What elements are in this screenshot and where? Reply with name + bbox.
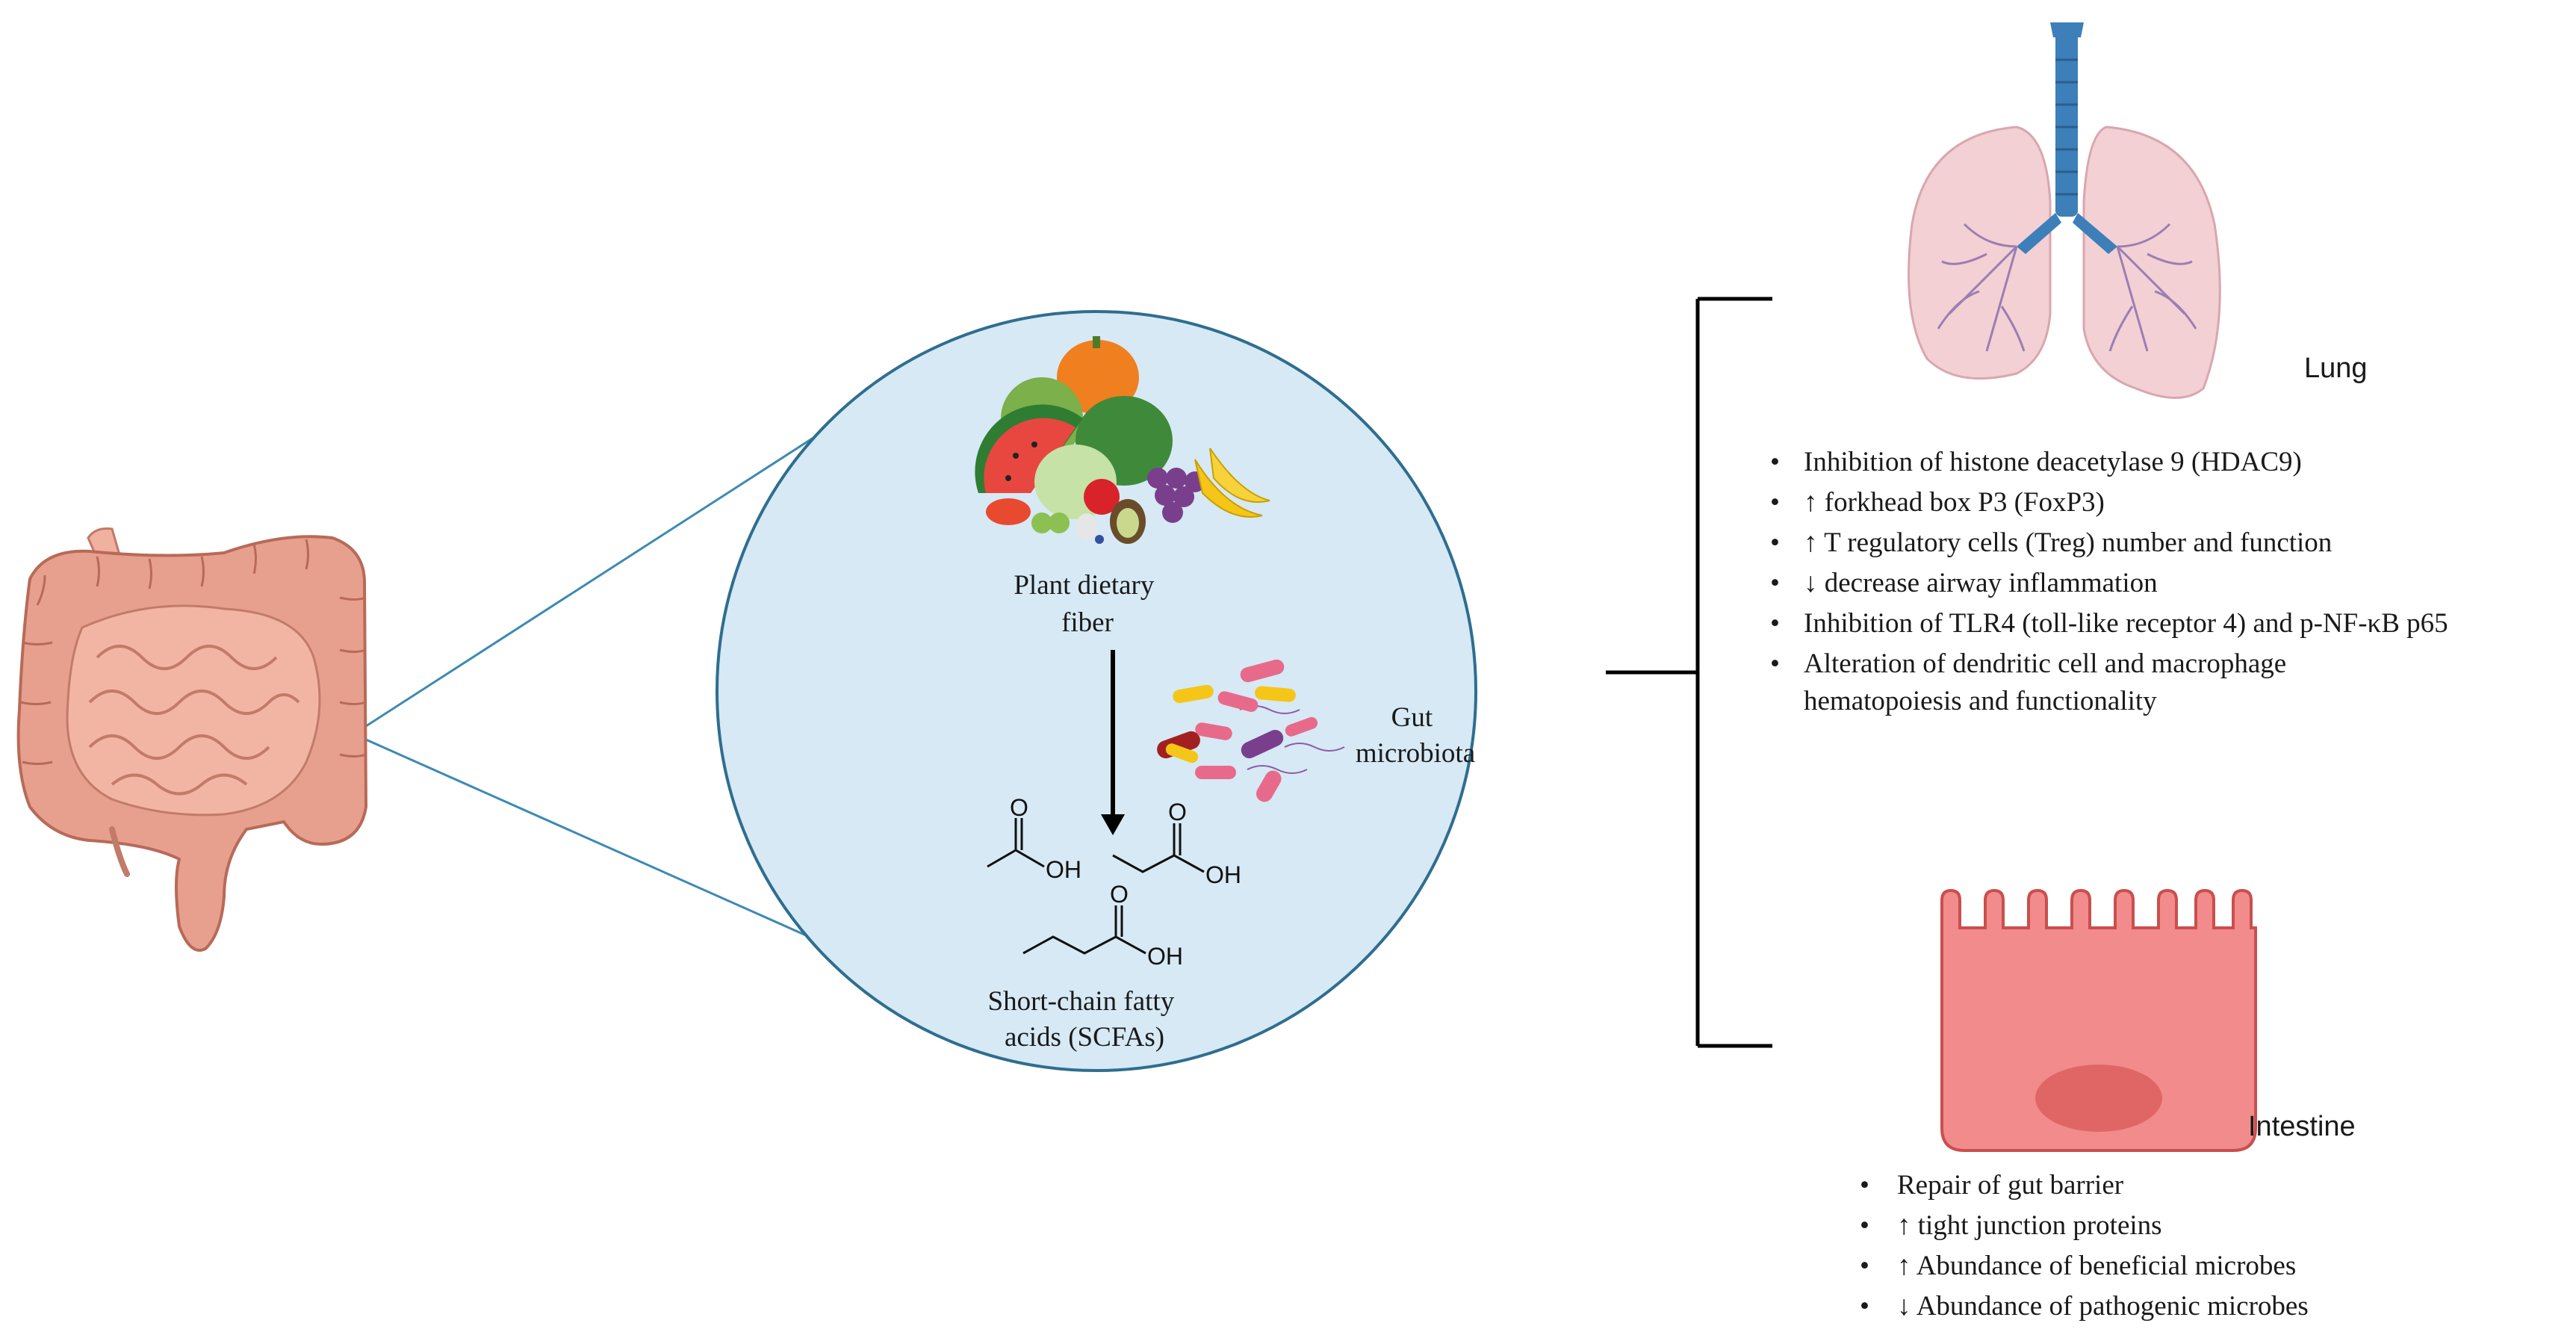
lung-bullet-marker: • <box>1770 487 1780 518</box>
lung-bullet-marker: • <box>1770 608 1780 639</box>
acetate-oh-label: OH <box>1046 856 1081 883</box>
intestine-bullet-list: • Repair of gut barrier • ↑ tight juncti… <box>1860 1170 2309 1322</box>
intestine-bullet-marker: • <box>1860 1210 1869 1241</box>
intestine-title: Intestine <box>2248 1111 2356 1142</box>
lung-bullet-3: ↑ T regulatory cells (Treg) number and f… <box>1804 527 2332 558</box>
conversion-arrow <box>1101 650 1125 835</box>
intestine-bullet-1: Repair of gut barrier <box>1897 1170 2123 1201</box>
lung-bullet-1: Inhibition of histone deacetylase 9 (HDA… <box>1804 447 2302 477</box>
intestine-bullet-3: ↑ Abundance of beneficial microbes <box>1897 1251 2296 1281</box>
scfa-label: Short-chain fatty acids (SCFAs) <box>988 986 1182 1053</box>
intestine-bullet-4: ↓ Abundance of pathogenic microbes <box>1897 1291 2309 1322</box>
lungs-illustration <box>1908 22 2221 399</box>
lung-bullet-marker: • <box>1770 648 1780 679</box>
lung-bullet-6-line-2: hematopoiesis and functionality <box>1804 686 2157 716</box>
fruits-vegetables-icon <box>975 336 1270 544</box>
intestine-illustration <box>16 527 368 952</box>
butyrate-oh-label: OH <box>1147 943 1183 970</box>
lung-bullet-4: ↓ decrease airway inflammation <box>1804 568 2158 598</box>
intestine-bullet-2: ↑ tight junction proteins <box>1897 1210 2162 1241</box>
lung-bullet-marker: • <box>1770 527 1780 558</box>
butyrate-oxygen-label: O <box>1110 881 1129 908</box>
lung-bullet-marker: • <box>1770 447 1780 477</box>
lung-title: Lung <box>2304 353 2368 384</box>
fiber-label: Plant dietary fiber <box>1014 570 1161 638</box>
bracket-connector <box>1606 297 1772 1048</box>
propionate-structure <box>1112 823 1205 873</box>
epithelial-cell-illustration <box>1940 888 2257 1152</box>
gut-microbiota-icon <box>1157 659 1345 802</box>
intestine-bullet-marker: • <box>1860 1291 1869 1322</box>
lung-bullet-marker: • <box>1770 568 1780 598</box>
gut-lumen-circle <box>716 310 1477 1072</box>
lung-bullet-list: • Inhibition of histone deacetylase 9 (H… <box>1770 447 2448 716</box>
zoom-lines <box>365 408 867 964</box>
microbiota-label: Gut microbiota <box>1356 702 1475 769</box>
acetate-oxygen-label: O <box>1010 794 1028 821</box>
propionate-oh-label: OH <box>1205 861 1241 888</box>
intestine-bullet-marker: • <box>1860 1170 1869 1201</box>
lung-bullet-6-line-1: Alteration of dendritic cell and macroph… <box>1804 648 2286 679</box>
butyrate-structure <box>1022 905 1146 955</box>
lung-bullet-2: ↑ forkhead box P3 (FoxP3) <box>1804 487 2105 518</box>
lung-bullet-5: Inhibition of TLR4 (toll-like receptor 4… <box>1804 608 2448 639</box>
acetate-structure <box>987 818 1045 868</box>
intestine-bullet-marker: • <box>1860 1251 1869 1281</box>
propionate-oxygen-label: O <box>1168 799 1187 826</box>
